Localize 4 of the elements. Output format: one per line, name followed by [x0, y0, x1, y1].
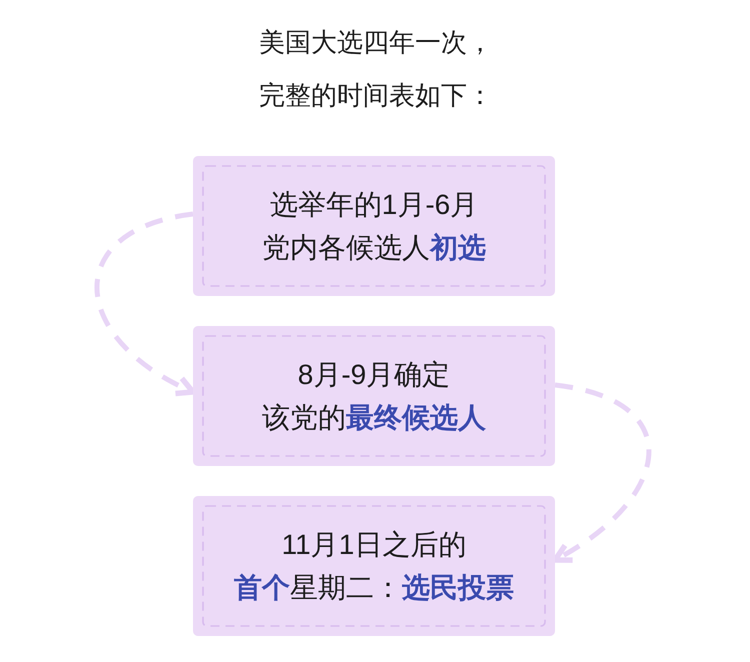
timeline-box: 选举年的1月-6月党内各候选人初选	[193, 156, 555, 296]
timeline-box: 8月-9月确定该党的最终候选人	[193, 326, 555, 466]
heading: 美国大选四年一次，完整的时间表如下：	[258, 26, 494, 112]
timeline-box: 11月1日之后的首个星期二：选民投票	[193, 496, 555, 636]
